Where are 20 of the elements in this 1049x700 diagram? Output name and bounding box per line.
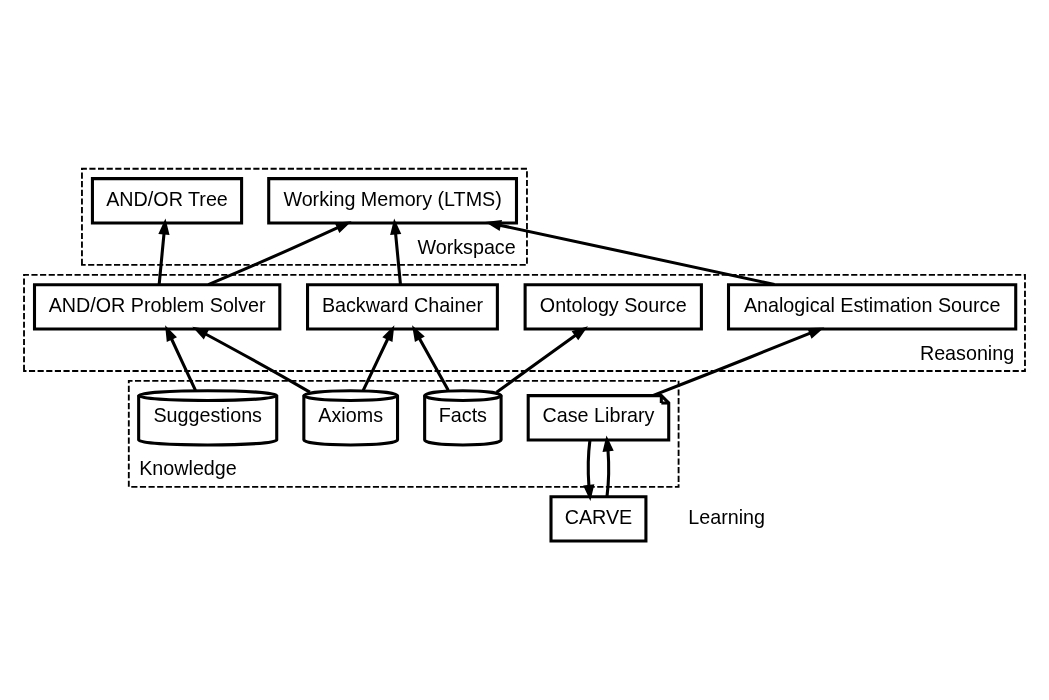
node-box: CARVE [549,495,648,543]
node-box: Working Memory (LTMS) [267,177,519,225]
node-box: Analogical Estimation Source [726,283,1018,331]
arrow [602,435,614,497]
arrow [192,326,311,394]
arrow [361,325,395,391]
arrow [390,218,402,285]
arrow [652,327,825,397]
arrow [157,218,170,285]
arrow [412,325,450,392]
label: Learning [688,505,766,528]
node-box: AND/OR Tree [90,177,244,225]
arrow [485,219,775,287]
arrow [207,221,352,287]
arrow [495,326,588,394]
arrow [165,325,197,391]
node-box: Backward Chainer [306,283,499,331]
node-box: Ontology Source [523,283,703,331]
node-box: AND/OR Problem Solver [32,283,282,331]
arrow [583,439,595,501]
